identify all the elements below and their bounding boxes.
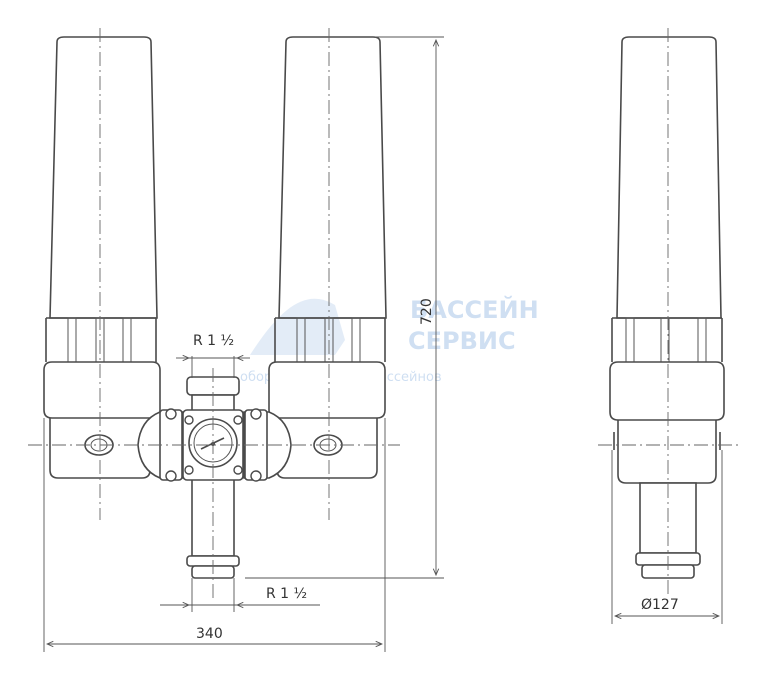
outlet-dimension-label: R 1 ½ [266,586,307,602]
left-filter-head [43,361,161,419]
right-filter-body [276,418,378,479]
right-filter-head [268,361,386,419]
right-filter [268,36,387,479]
valve-assembly [137,376,292,579]
right-filter-housing [278,36,387,319]
side-filter-body [617,420,717,484]
side-filter-housing [616,36,722,319]
side-filter-head [609,361,725,421]
dimensions: 720 340 Ø127 R 1 ½ R 1 ½ [43,36,723,652]
watermark-line1: БАССЕЙН [410,295,539,324]
left-filter [43,36,161,479]
side-view [609,36,725,579]
centerlines [28,28,742,598]
left-filter-housing [49,36,158,319]
width-dimension-label: 340 [196,626,223,642]
inlet-dimension-label: R 1 ½ [193,333,234,349]
diameter-dimension-label: Ø127 [641,597,679,613]
height-dimension-label: 720 [419,298,435,325]
watermark-line2: СЕРВИС [408,327,516,355]
